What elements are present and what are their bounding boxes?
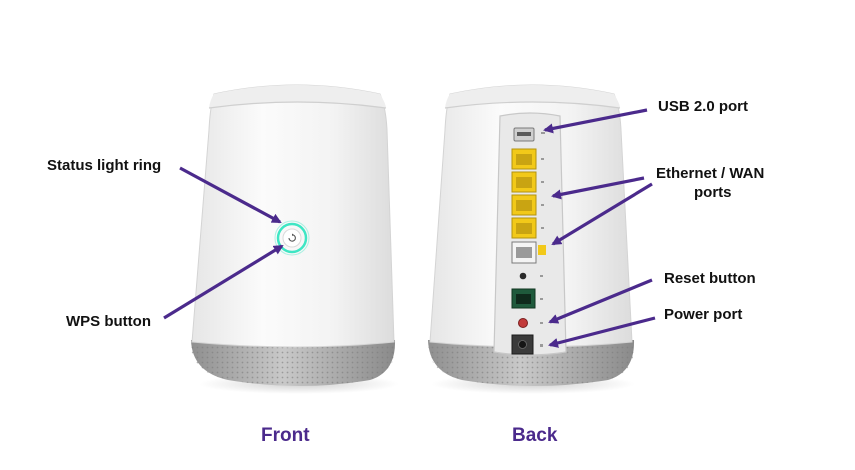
ethernet-wan-label-line1: Ethernet / WAN [656, 165, 765, 182]
ethernet-port-1-socket [516, 154, 532, 165]
status-light-ring [276, 222, 308, 254]
port-mark-2 [541, 158, 544, 160]
arrow-ethernet [551, 176, 645, 200]
port-mark-7 [540, 298, 543, 300]
arrow-status-light [179, 166, 282, 224]
arrow-power [548, 316, 656, 348]
usb-port-label: USB 2.0 port [658, 98, 749, 115]
reset-button-label: Reset button [664, 270, 756, 287]
status-light-ring-label: Status light ring [47, 157, 162, 174]
front-caption: Front [261, 425, 310, 446]
port-mark-3 [541, 181, 544, 183]
status-light-glow [274, 220, 310, 256]
ethernet-port-2-socket [516, 177, 532, 188]
ethernet-ports [511, 148, 537, 239]
wps-button-label: WPS button [66, 313, 151, 330]
arrow-reset [548, 278, 653, 324]
usb-port-inner [517, 132, 531, 136]
arrow-wps [163, 244, 284, 320]
phone-port-socket [516, 294, 531, 304]
reset-button [518, 318, 528, 328]
ethernet-port-4-socket [516, 223, 532, 234]
power-port-label: Power port [664, 306, 743, 323]
port-mark-9 [540, 344, 543, 347]
wps-icon-arrow [292, 233, 294, 237]
wan-tag [538, 245, 546, 255]
port-mark-6 [540, 275, 543, 277]
port-mark-1 [541, 132, 545, 134]
wps-icon [288, 234, 296, 242]
back-router [428, 84, 635, 394]
wan-port-socket [516, 247, 532, 258]
front-top-cap [209, 85, 386, 108]
arrow-usb [543, 108, 648, 134]
front-router [191, 84, 399, 394]
arrow-wan [551, 182, 653, 246]
back-caption: Back [512, 425, 558, 446]
port-markings [540, 132, 545, 347]
ethernet-port-3-socket [516, 200, 532, 211]
back-top-cap [445, 85, 620, 108]
port-mark-4 [541, 204, 544, 206]
callout-arrows [163, 108, 656, 348]
wps-button [282, 228, 302, 248]
power-port-pin [518, 340, 527, 349]
back-cap-seam [444, 101, 621, 109]
ethernet-wan-label-line2: ports [694, 184, 732, 201]
front-grille [191, 346, 396, 386]
port-mark-8 [540, 322, 543, 324]
reset-pinhole [519, 272, 527, 280]
front-cap-seam [208, 101, 387, 109]
back-grille [428, 346, 635, 386]
port-mark-5 [541, 227, 544, 229]
front-body [191, 84, 395, 348]
